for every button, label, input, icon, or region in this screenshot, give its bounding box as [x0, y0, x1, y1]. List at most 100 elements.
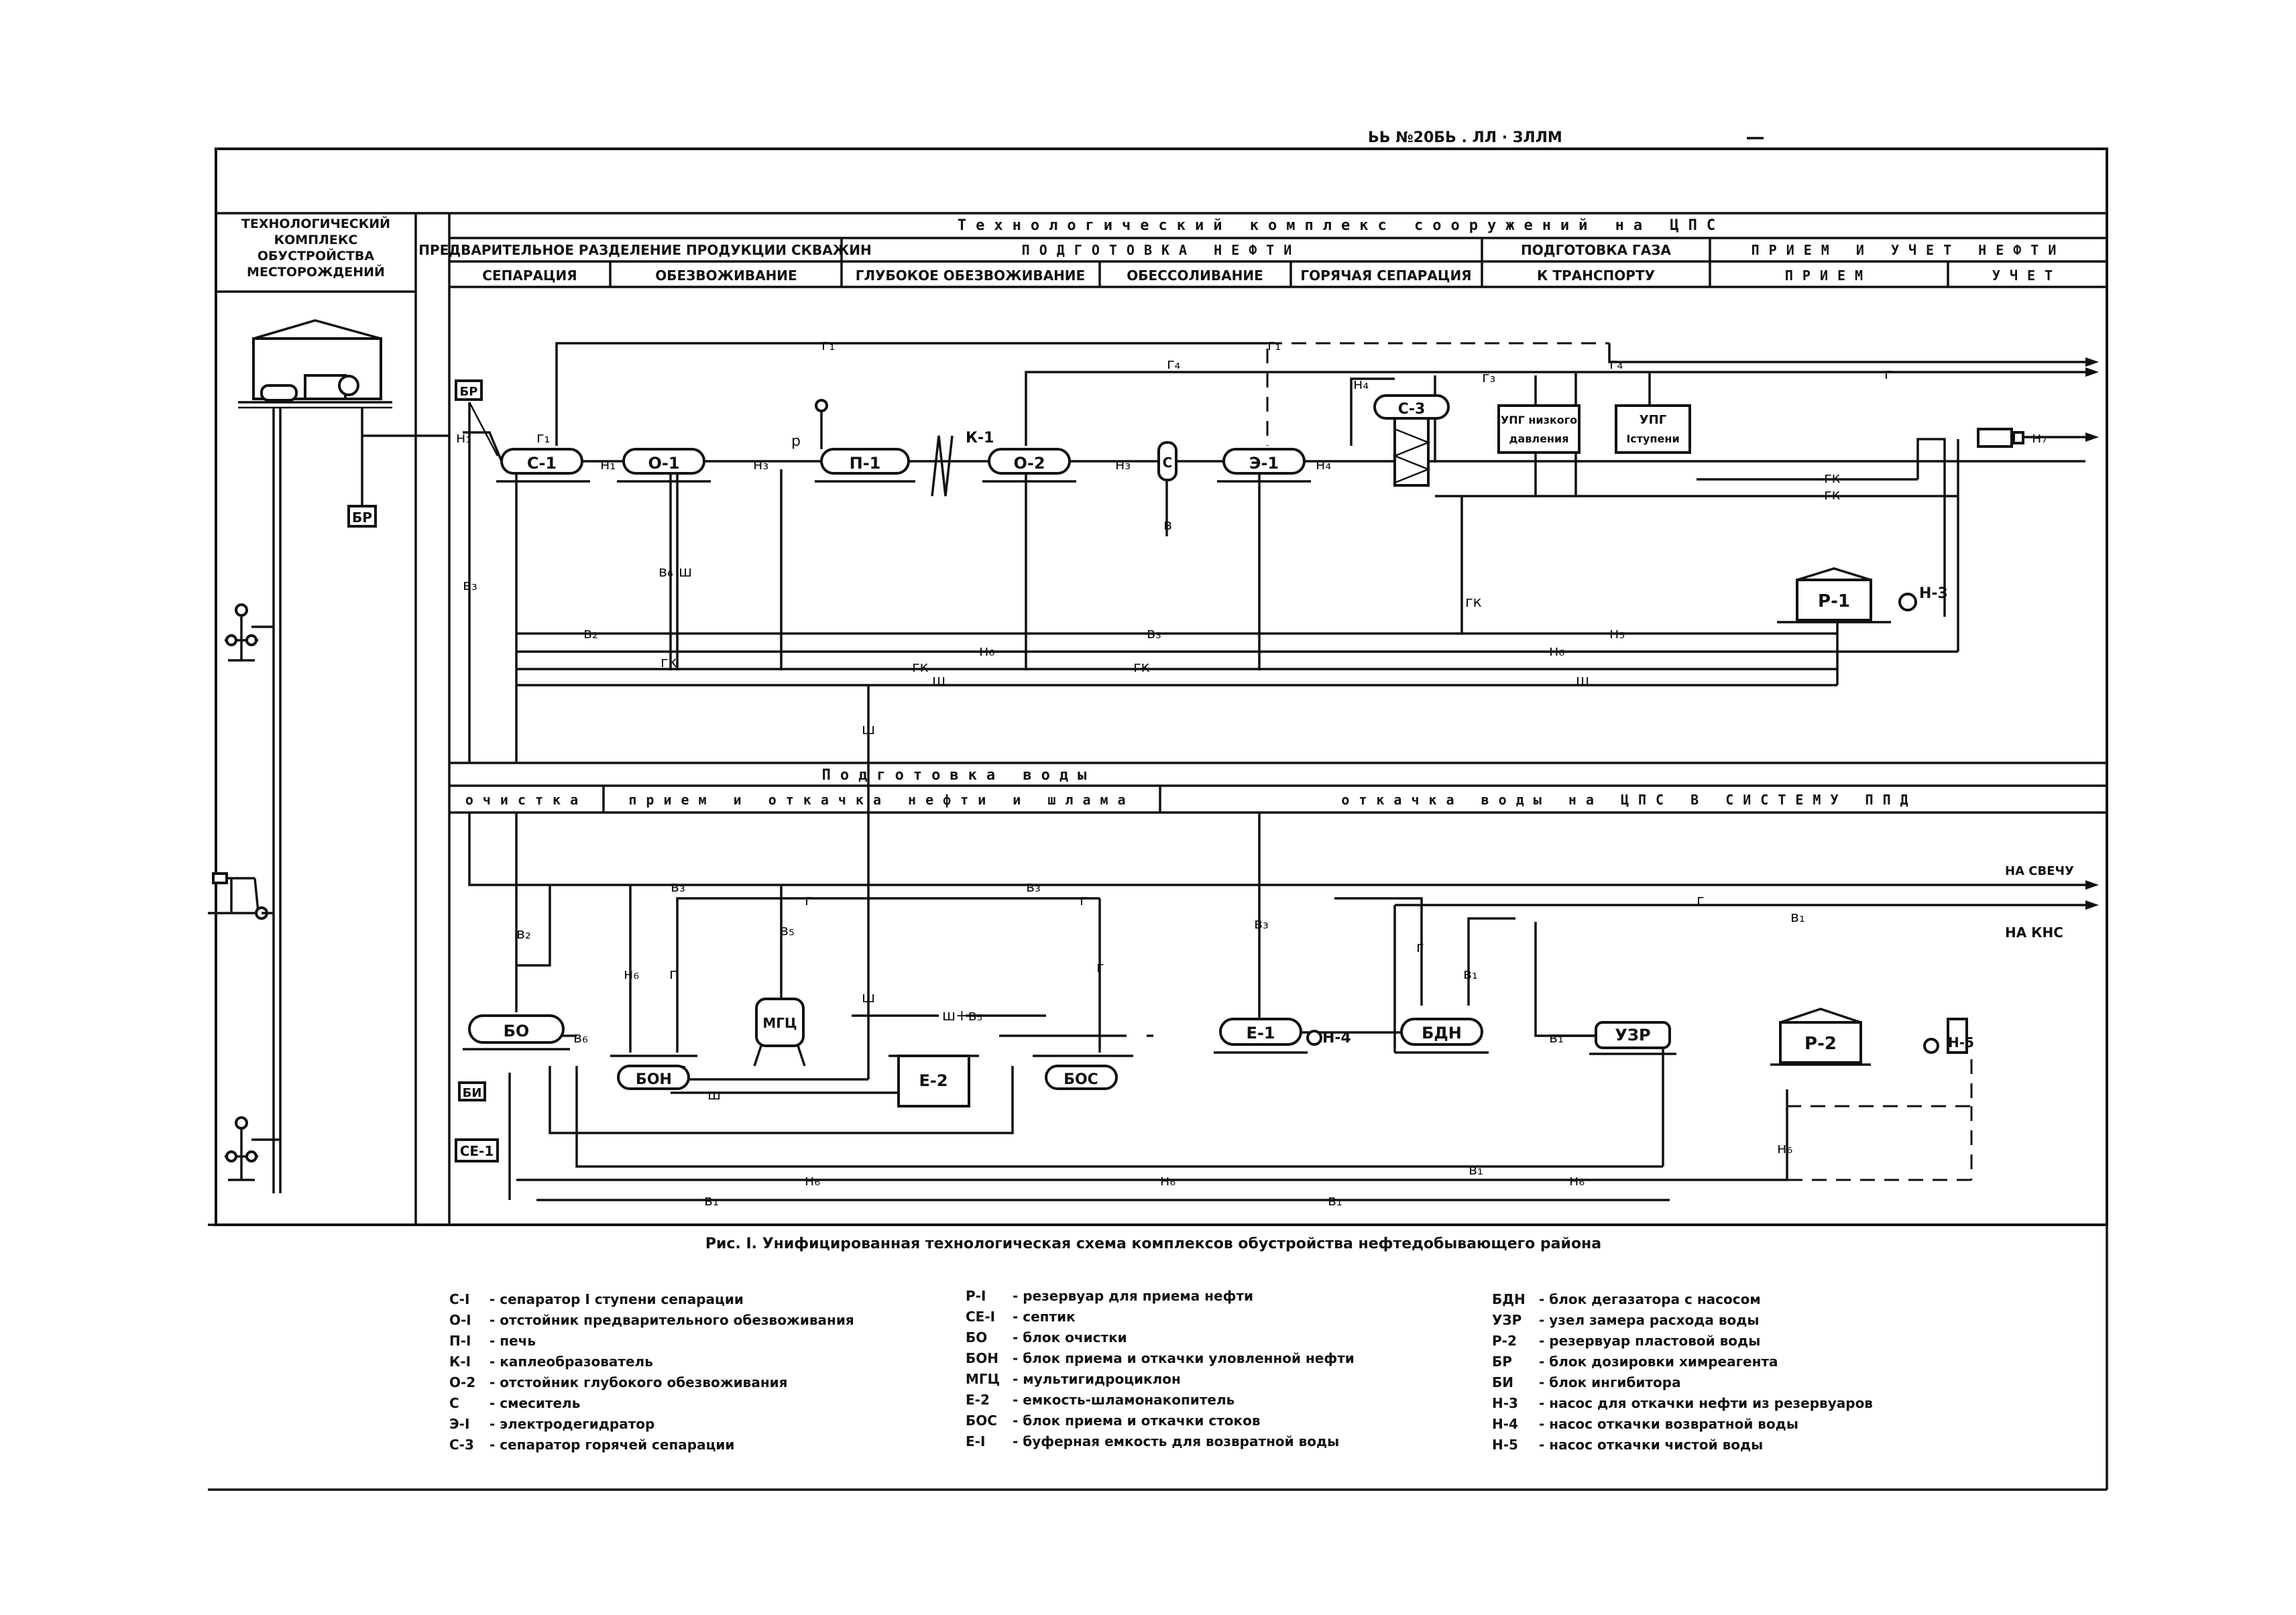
- legend-col-1: С-I - сепаратор I ступени сепарации О-I …: [449, 1291, 854, 1453]
- svg-text:- отстойник глубокого обезвожи: - отстойник глубокого обезвоживания: [490, 1374, 788, 1390]
- left-title-line-1: ТЕХНОЛОГИЧЕСКИЙ: [241, 216, 390, 231]
- water-header-main: Подготовка воды: [822, 767, 1096, 784]
- oil-section-piping: [463, 342, 2099, 763]
- svg-text:БДН: БДН: [1422, 1024, 1462, 1042]
- svg-text:г: г: [669, 966, 677, 983]
- svg-text:УПГ низкого: УПГ низкого: [1501, 414, 1577, 426]
- svg-text:С-1: С-1: [527, 454, 557, 473]
- svg-text:П-1: П-1: [850, 454, 881, 473]
- header-desalting: ОБЕССОЛИВАНИЕ: [1127, 267, 1263, 284]
- svg-text:в₁: в₁: [704, 1193, 719, 1209]
- svg-text:БДН: БДН: [1492, 1291, 1526, 1307]
- to-flare-label: НА СВЕЧУ: [2005, 864, 2074, 878]
- svg-text:Э-I: Э-I: [449, 1416, 469, 1432]
- svg-text:Е-2: Е-2: [919, 1071, 948, 1090]
- svg-text:в₂: в₂: [583, 625, 598, 642]
- top-stamp: ЬЬ №20БЬ . ЛЛ · ЗЛЛМ: [1368, 129, 1562, 146]
- svg-text:- насос откачки чистой воды: - насос откачки чистой воды: [1539, 1437, 1763, 1453]
- pump-n3-label: Н-3: [1919, 585, 1948, 602]
- svg-text:н₃: н₃: [1115, 457, 1131, 473]
- svg-text:- резервуар для приема нефти: - резервуар для приема нефти: [1013, 1288, 1253, 1304]
- svg-text:г: г: [1697, 892, 1705, 909]
- electrodehydrator-e1: Э-1: [1217, 448, 1311, 483]
- left-title-line-4: МЕСТОРОЖДЕНИЙ: [247, 264, 385, 280]
- svg-text:в₃: в₃: [1026, 879, 1041, 896]
- septic-se1: СЕ-1: [455, 1138, 499, 1162]
- svg-text:г: г: [1096, 959, 1104, 976]
- svg-text:в₁: в₁: [1463, 966, 1478, 983]
- svg-text:- блок дозировки химреагента: - блок дозировки химреагента: [1539, 1354, 1778, 1370]
- block-bos: БОС: [1033, 1055, 1133, 1090]
- header-gas-treatment: ПОДГОТОВКА ГАЗА: [1521, 242, 1671, 258]
- svg-text:н₁: н₁: [456, 430, 471, 446]
- svg-text:С-3: С-3: [1398, 401, 1426, 418]
- br-block-top: БР: [455, 379, 483, 401]
- legend-col-3: БДН - блок дегазатора с насосом УЗР - уз…: [1492, 1291, 1873, 1453]
- water-header-water-pumping: откачка воды на ЦПС В СИСТЕМУ ППД: [1341, 792, 1917, 808]
- svg-text:г: г: [1080, 892, 1088, 909]
- svg-text:БО: БО: [966, 1329, 987, 1345]
- degasser-bdn: БДН: [1395, 1018, 1489, 1054]
- svg-text:О-2: О-2: [449, 1374, 475, 1390]
- left-panel: ТЕХНОЛОГИЧЕСКИЙ КОМПЛЕКС ОБУСТРОЙСТВА МЕ…: [208, 213, 451, 1225]
- svg-text:ш: ш: [862, 721, 875, 738]
- header-pre-separation: ПРЕДВАРИТЕЛЬНОЕ РАЗДЕЛЕНИЕ ПРОДУКЦИИ СКВ…: [418, 242, 871, 258]
- legend-c1-desc: - сепаратор I ступени сепарации: [490, 1291, 744, 1307]
- svg-text:- смеситель: - смеситель: [490, 1395, 580, 1411]
- vessel-c1: С-1: [496, 448, 590, 483]
- svg-text:- септик: - септик: [1013, 1309, 1076, 1325]
- svg-text:гк: гк: [1824, 487, 1841, 503]
- buffer-tank-e1: Е-1 Н-4: [1214, 1018, 1351, 1054]
- svg-text:- насос для откачки нефти из р: - насос для откачки нефти из резервуаров: [1539, 1395, 1873, 1411]
- sludge-tank-e2: Е-2: [888, 1055, 979, 1108]
- svg-text:в₁: в₁: [1469, 1162, 1483, 1179]
- svg-text:- блок приема и откачки стоков: - блок приема и откачки стоков: [1013, 1413, 1261, 1429]
- svg-text:Р-2: Р-2: [1804, 1034, 1837, 1054]
- svg-text:н₇: н₇: [2032, 430, 2047, 446]
- wellhead-icon-2: [225, 1116, 280, 1181]
- svg-text:- буферная емкость для возврат: - буферная емкость для возвратной воды: [1013, 1433, 1339, 1449]
- svg-text:г: г: [1416, 939, 1424, 956]
- svg-text:г: г: [1884, 366, 1892, 383]
- block-bo: БО: [463, 1014, 570, 1051]
- svg-text:н₆: н₆: [1777, 1140, 1792, 1157]
- wellhead-icon-1: [225, 603, 274, 662]
- legend-c1-code: С-I: [449, 1291, 469, 1307]
- svg-text:Р-1: Р-1: [1818, 591, 1850, 611]
- svg-text:ш: ш: [932, 672, 945, 689]
- header-hot-separation: ГОРЯЧАЯ СЕПАРАЦИЯ: [1300, 267, 1471, 284]
- header-separation: СЕПАРАЦИЯ: [482, 267, 577, 284]
- svg-text:СЕ-I: СЕ-I: [966, 1309, 995, 1325]
- svg-text:гк: гк: [661, 654, 677, 671]
- br-block-left: [347, 505, 377, 528]
- svg-text:в₃: в₃: [671, 879, 685, 896]
- svg-text:в: в: [1163, 517, 1172, 534]
- svg-text:- насос откачки возвратной вод: - насос откачки возвратной воды: [1539, 1416, 1798, 1432]
- pump-n4-label: Н-4: [1322, 1030, 1351, 1046]
- svg-text:ш: ш: [862, 990, 875, 1006]
- svg-text:УЗР: УЗР: [1492, 1312, 1522, 1328]
- svg-text:ш: ш: [679, 564, 692, 581]
- svg-text:- печь: - печь: [490, 1333, 536, 1349]
- svg-text:Н-4: Н-4: [1492, 1416, 1518, 1432]
- separator-c3: С-3: [1373, 394, 1450, 487]
- svg-text:г₃: г₃: [1482, 369, 1495, 386]
- svg-text:ш: ш: [1576, 672, 1589, 689]
- svg-text:Е-I: Е-I: [966, 1433, 985, 1449]
- svg-text:н₆: н₆: [1549, 643, 1564, 660]
- svg-text:МГЦ: МГЦ: [966, 1371, 1000, 1387]
- svg-text:н₆: н₆: [624, 966, 639, 983]
- pump-n5-label: Н-5: [1948, 1034, 1974, 1051]
- left-title-line-2: КОМПЛЕКС: [274, 233, 358, 247]
- svg-text:Н-5: Н-5: [1492, 1437, 1518, 1453]
- svg-text:гк: гк: [912, 659, 929, 676]
- svg-text:БО: БО: [504, 1022, 530, 1040]
- svg-text:- отстойник предварительного о: - отстойник предварительного обезвоживан…: [490, 1312, 854, 1328]
- svg-text:- блок дегазатора с насосом: - блок дегазатора с насосом: [1539, 1291, 1761, 1307]
- left-title-line-3: ОБУСТРОЙСТВА: [257, 248, 375, 263]
- header-metering: УЧЕТ: [1992, 267, 2062, 284]
- svg-text:г₁: г₁: [536, 430, 550, 446]
- svg-text:н₆: н₆: [805, 1173, 820, 1189]
- svg-text:в₅: в₅: [780, 922, 795, 939]
